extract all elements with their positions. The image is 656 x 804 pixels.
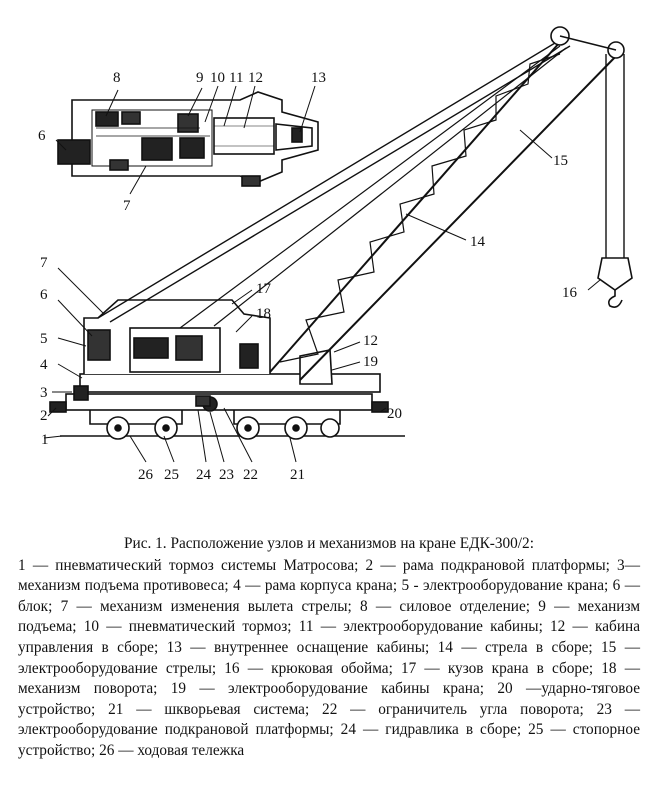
callout-1: 1 — [41, 432, 49, 448]
callout-25: 25 — [164, 467, 179, 483]
callout-21: 21 — [290, 467, 305, 483]
inset-callout-8: 8 — [113, 70, 121, 86]
crane-side-view — [49, 299, 405, 440]
inset-callout-11: 11 — [229, 70, 243, 86]
callout-17: 17 — [256, 281, 272, 297]
callout-22: 22 — [243, 467, 258, 483]
callout-18: 18 — [256, 306, 271, 322]
inset-callout-9: 9 — [196, 70, 204, 86]
callout-6: 6 — [40, 287, 48, 303]
callout-14: 14 — [470, 234, 486, 250]
inset-callout-6: 6 — [38, 128, 46, 144]
crane-technical-drawing: 8 9 10 11 12 13 6 7 — [38, 26, 633, 483]
callout-3: 3 — [40, 385, 48, 401]
inset-callout-10: 10 — [210, 70, 225, 86]
callout-16: 16 — [562, 285, 578, 301]
callout-26: 26 — [138, 467, 154, 483]
caption-title: Рис. 1. Расположение узлов и механизмов … — [124, 535, 534, 552]
plan-view-inset — [57, 91, 319, 187]
inset-callout-12: 12 — [248, 70, 263, 86]
callout-5: 5 — [40, 331, 48, 347]
callout-4: 4 — [40, 357, 48, 373]
inset-callout-7: 7 — [123, 198, 131, 214]
caption-legend: 1 — пневматический тормоз системы Матрос… — [18, 556, 640, 759]
boom-and-rigging — [97, 26, 633, 381]
callout-19: 19 — [363, 354, 378, 370]
inset-callout-13: 13 — [311, 70, 326, 86]
callout-12: 12 — [363, 333, 378, 349]
callout-2: 2 — [40, 408, 48, 424]
side-leaders — [43, 129, 601, 463]
callout-7: 7 — [40, 255, 48, 271]
callout-23: 23 — [219, 467, 234, 483]
callout-20: 20 — [387, 406, 402, 422]
callout-15: 15 — [553, 153, 568, 169]
callout-24: 24 — [196, 467, 212, 483]
figure-caption: Рис. 1. Расположение узлов и механизмов … — [18, 534, 640, 762]
inset-leaders — [55, 85, 316, 195]
